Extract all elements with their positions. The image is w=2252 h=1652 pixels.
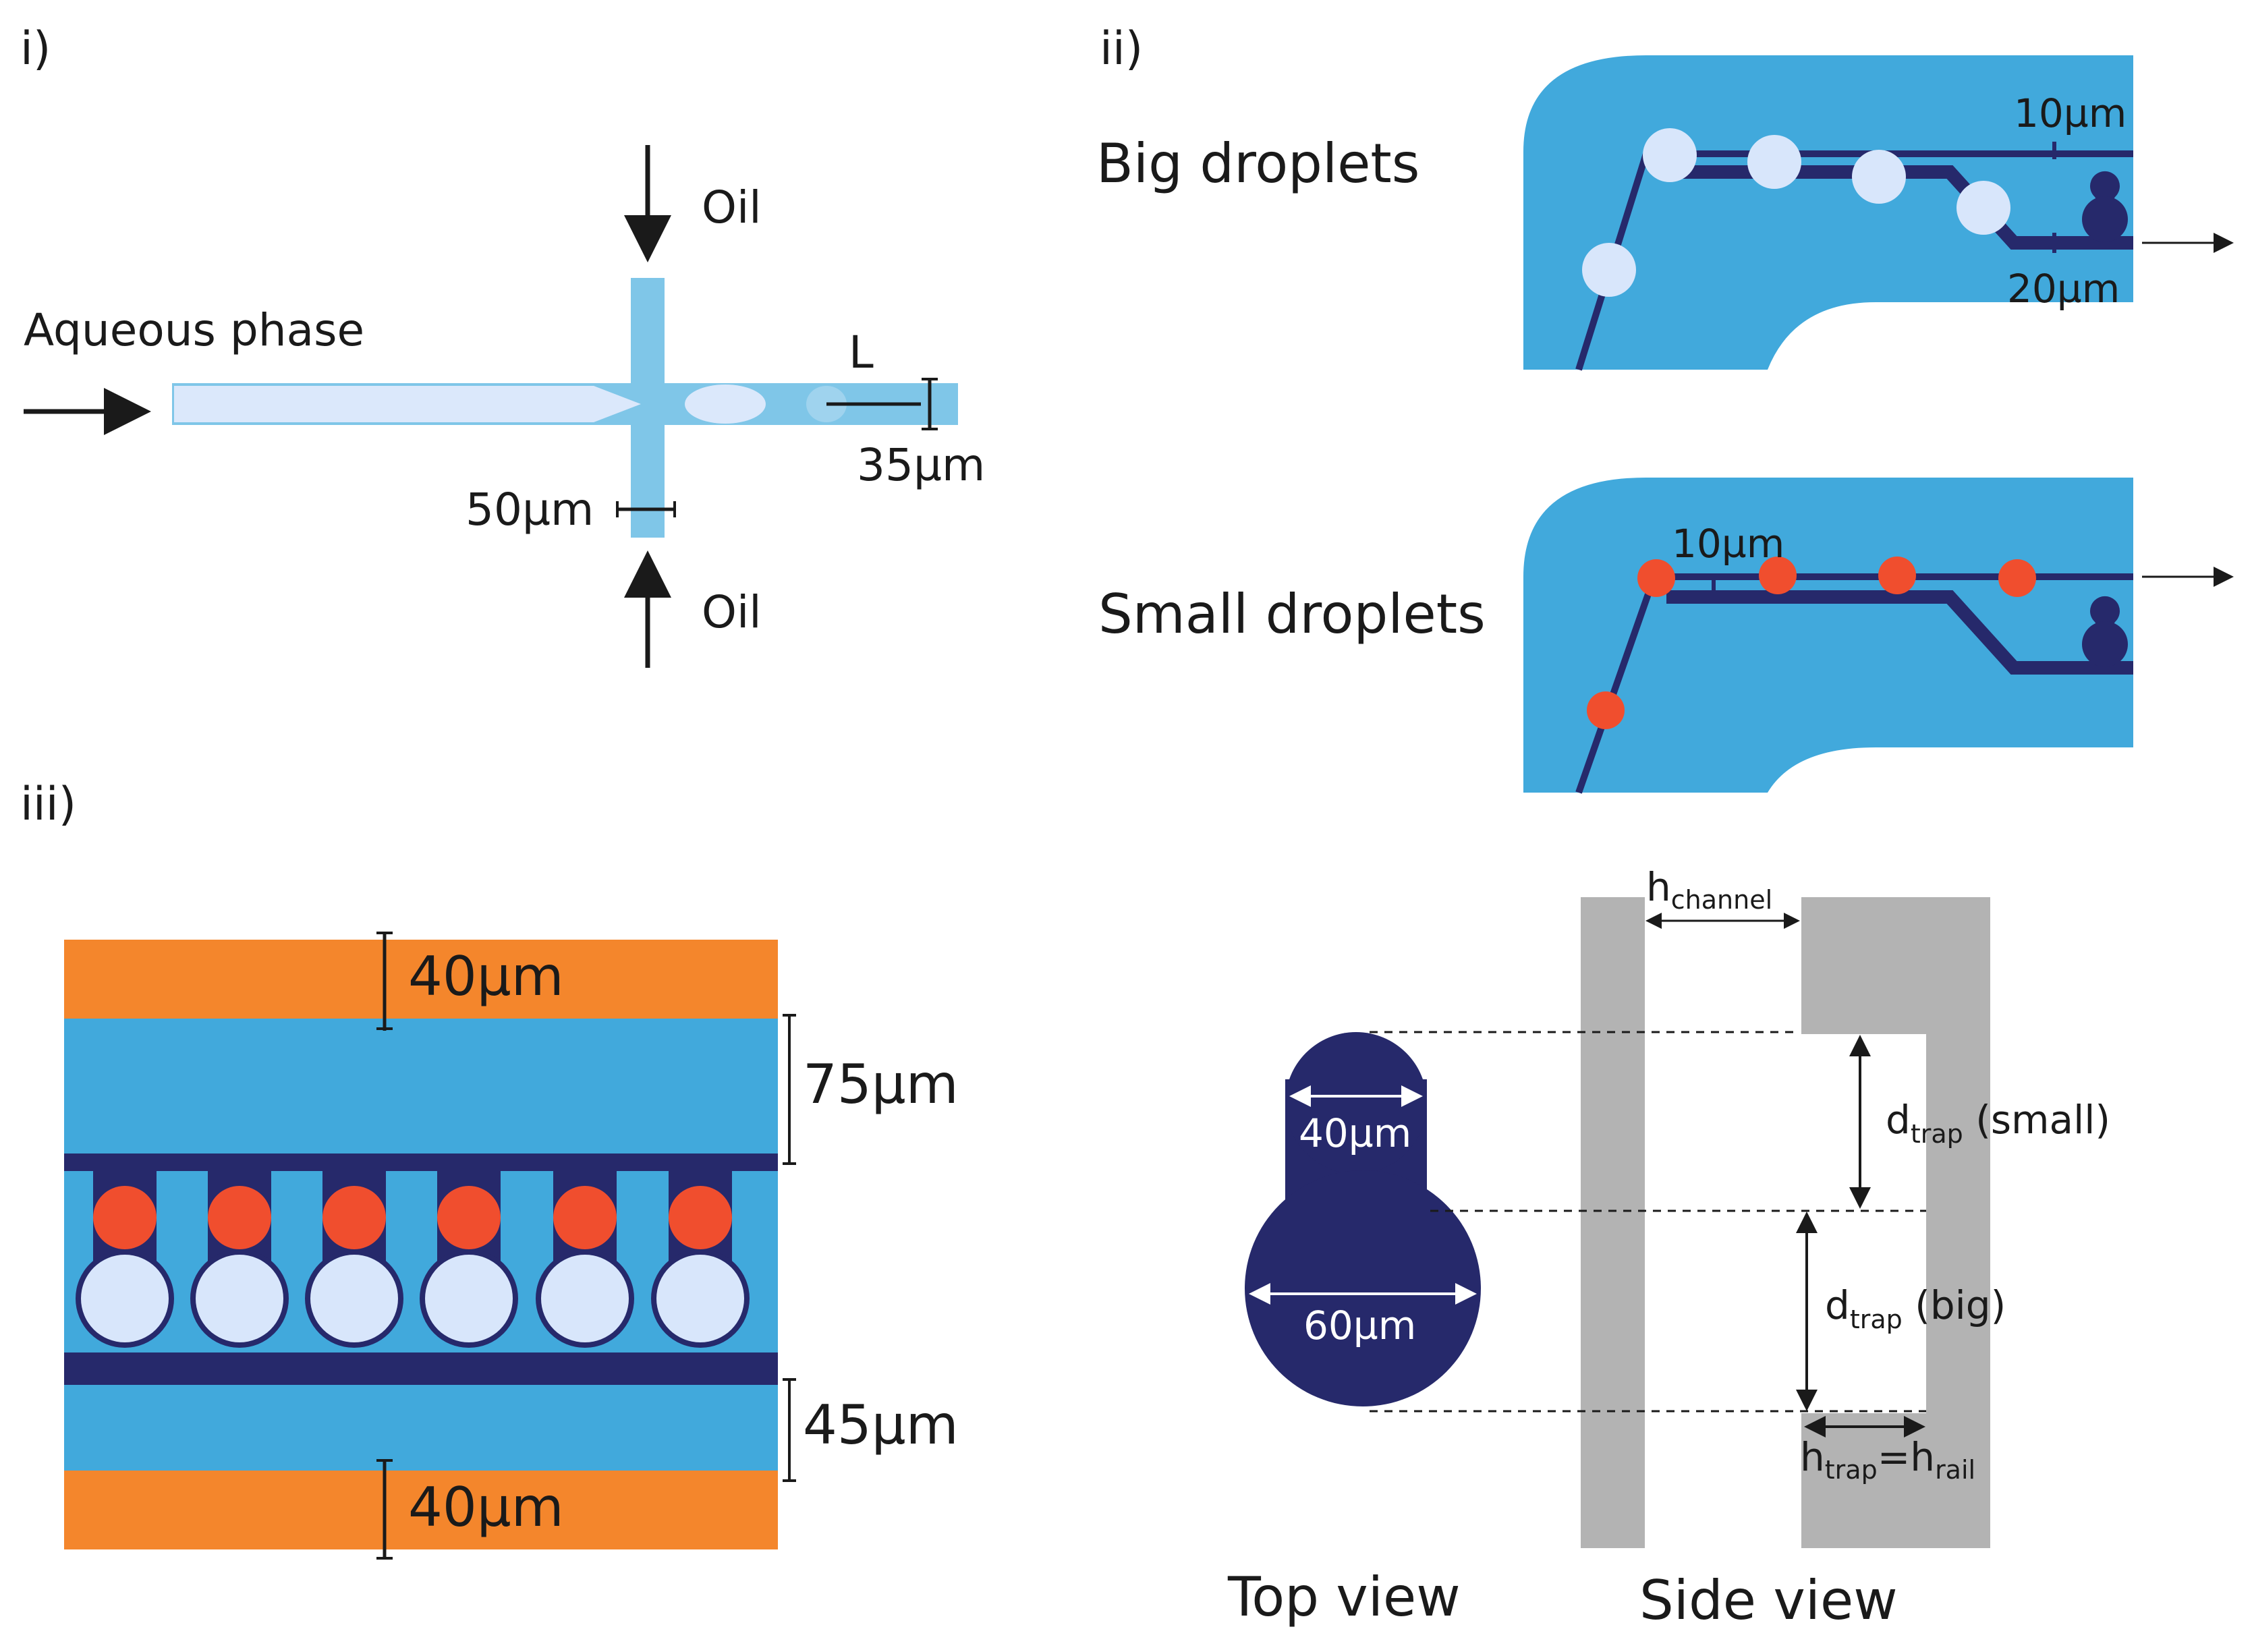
small-droplet <box>208 1186 271 1249</box>
panel-i-label: i) <box>20 22 51 76</box>
trap-unit <box>76 1171 174 1348</box>
big-gap-top-label: 10µm <box>2014 90 2127 136</box>
bulb-width-label: 60µm <box>1303 1303 1416 1348</box>
small-droplet <box>669 1186 732 1249</box>
big-droplet <box>1852 150 1906 204</box>
small-droplet <box>1878 557 1916 594</box>
channel-height-label: hchannel <box>1646 864 1772 915</box>
big-droplets-chip: 10µm 20µm <box>1523 55 2234 371</box>
panel-i: i) Aqueous phase Oil Oil L 35µm 50µm <box>20 22 985 668</box>
top-blue-label: 75µm <box>803 1053 959 1116</box>
big-droplet <box>310 1255 398 1342</box>
side-right-wall <box>1801 897 1990 1548</box>
small-droplet <box>1637 559 1675 597</box>
length-label: L <box>849 326 874 378</box>
top-rail <box>64 1153 778 1171</box>
aqueous-stream <box>174 386 641 422</box>
small-droplet <box>322 1186 386 1249</box>
trap-unit <box>536 1171 634 1348</box>
side-left-wall <box>1581 897 1645 1548</box>
panel-iii: iii) 40µm 75µm 45µm 40µm <box>20 778 959 1560</box>
neck-width-label: 40µm <box>1299 1110 1411 1156</box>
small-droplets-label: Small droplets <box>1098 583 1486 646</box>
side-view-label: Side view <box>1639 1569 1898 1632</box>
big-droplet <box>1747 135 1801 189</box>
trap-top-view: 40µm 60µm <box>1245 1032 1481 1406</box>
oil-bottom-label: Oil <box>702 586 762 638</box>
panel-ii: ii) 10µm 20µm Big droplets <box>1096 22 2234 794</box>
rail-bottom-small <box>1666 590 2133 675</box>
panel-iii-label: iii) <box>20 778 76 831</box>
big-droplets-label: Big droplets <box>1096 132 1419 195</box>
small-droplet <box>437 1186 501 1249</box>
big-droplet <box>1582 243 1636 297</box>
small-gap-label: 10µm <box>1672 521 1784 567</box>
small-droplet <box>1587 691 1625 729</box>
generated-droplet <box>685 384 766 424</box>
big-droplet <box>425 1255 513 1342</box>
outlet-width-label: 35µm <box>857 439 985 491</box>
small-droplet <box>1759 557 1797 594</box>
top-orange-label: 40µm <box>408 945 564 1008</box>
trap-unit <box>420 1171 518 1348</box>
dtrap-big-label: dtrap (big) <box>1825 1282 2006 1334</box>
trap-side-view <box>1581 897 1990 1548</box>
big-droplet <box>196 1255 283 1342</box>
trap-unit <box>651 1171 750 1348</box>
inlet-width-label: 50µm <box>466 484 594 536</box>
bottom-rail <box>64 1352 778 1385</box>
big-droplet <box>1643 128 1697 182</box>
bottom-orange-layer <box>64 1471 778 1549</box>
top-orange-layer <box>64 940 778 1019</box>
big-droplet <box>541 1255 629 1342</box>
aqueous-phase-label: Aqueous phase <box>24 304 364 356</box>
trap-height-label: htrap=hrail <box>1800 1434 1975 1485</box>
trap-geometry-panel: 40µm 60µm hchannel dtrap (small) dtrap (… <box>1227 864 2110 1632</box>
trap-unit <box>190 1171 289 1348</box>
top-view-label: Top view <box>1227 1566 1461 1628</box>
big-droplet <box>656 1255 744 1342</box>
oil-top-label: Oil <box>702 181 762 233</box>
bottom-blue-label: 45µm <box>803 1394 959 1456</box>
dtrap-small-label: dtrap (small) <box>1886 1097 2110 1149</box>
small-droplet <box>553 1186 617 1249</box>
big-droplet <box>1957 181 2010 235</box>
bottom-orange-label: 40µm <box>408 1476 564 1539</box>
small-droplets-chip: 10µm <box>1523 478 2234 794</box>
small-droplet <box>1998 559 2036 597</box>
blue-channel <box>64 1019 778 1471</box>
trap-row <box>76 1171 750 1348</box>
panel-ii-label: ii) <box>1100 22 1143 76</box>
big-gap-bottom-label: 20µm <box>2007 266 2120 312</box>
chip-body-small <box>1523 478 2133 793</box>
big-droplet <box>81 1255 169 1342</box>
small-droplet <box>93 1186 157 1249</box>
trap-unit <box>305 1171 403 1348</box>
